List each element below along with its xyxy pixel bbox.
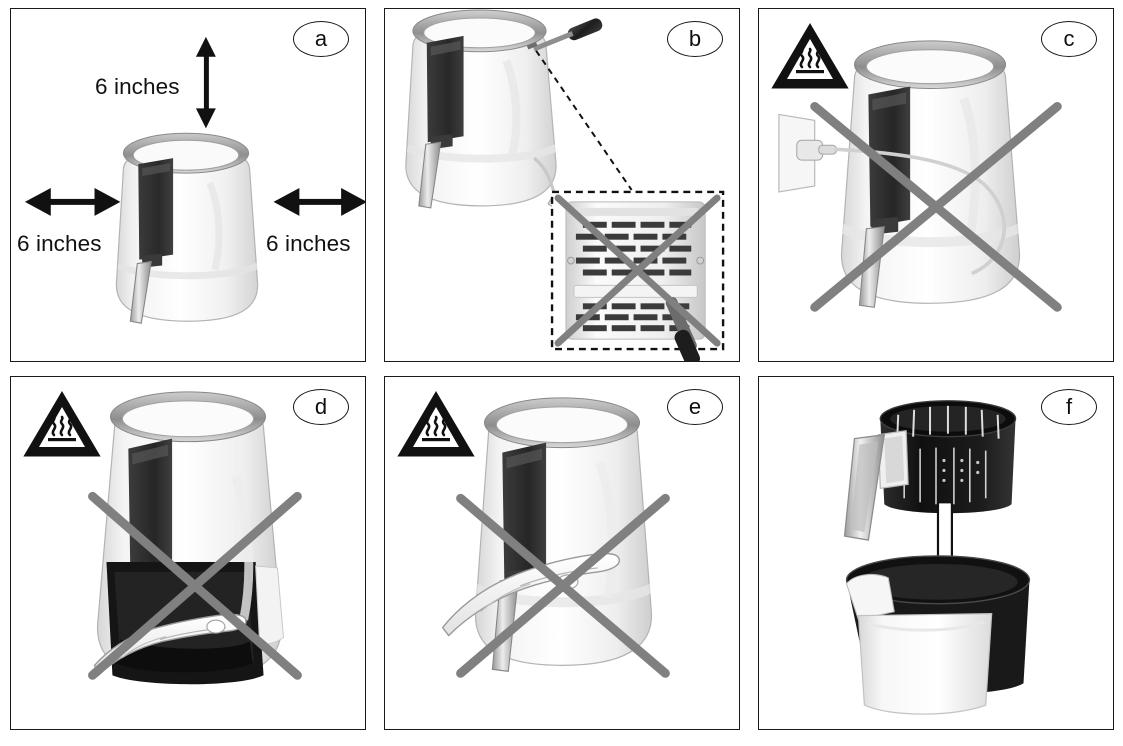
arrow-left-horizontal — [24, 187, 121, 216]
wall-outlet-and-cord — [778, 113, 1007, 276]
screwdriver-in-vent-icon — [665, 297, 701, 361]
hot-surface-icon — [397, 391, 475, 457]
vent-detail-inset — [550, 190, 725, 361]
x-mark-panel-d — [88, 491, 302, 680]
panel-label-f: f — [1041, 389, 1097, 425]
panel-d-illustration — [88, 391, 302, 685]
x-mark-panel-c — [810, 101, 1062, 312]
hot-surface-icon — [23, 391, 101, 457]
x-mark-inset — [554, 194, 721, 347]
arrow-right-horizontal — [273, 187, 365, 216]
panel-label-e: e — [667, 389, 723, 425]
panel-label-d: d — [293, 389, 349, 425]
panel-b-no-object-in-vent: b — [384, 8, 740, 362]
clearance-label-right: 6 inches — [266, 231, 351, 256]
panel-label-b: b — [667, 21, 723, 57]
panel-d-no-reach-into-cavity: d — [10, 376, 366, 730]
panel-e-illustration — [441, 397, 670, 678]
panel-c-illustration — [778, 40, 1062, 312]
panel-f-insert-basket: f — [758, 376, 1114, 730]
panel-a-clearance: 6 inches 6 inches 6 inches a — [10, 8, 366, 362]
panel-f-illustration — [843, 400, 1031, 715]
panel-grid: 6 inches 6 inches 6 inches a — [10, 8, 1114, 738]
air-fryer-body — [96, 391, 284, 685]
screwdriver-icon — [526, 18, 603, 52]
panel-c-no-cord-wrap: c — [758, 8, 1114, 362]
panel-label-c: c — [1041, 21, 1097, 57]
panel-e-no-touch-hot-surface: e — [384, 376, 740, 730]
air-fryer-body — [115, 132, 259, 324]
panel-label-a: a — [293, 21, 349, 57]
crisper-basket — [843, 400, 1017, 541]
clearance-label-left: 6 inches — [17, 231, 102, 256]
outer-drawer — [845, 555, 1031, 715]
panel-a-illustration — [24, 36, 365, 324]
arrow-up-down — [195, 36, 216, 129]
x-mark-panel-e — [456, 493, 670, 678]
hot-surface-icon — [771, 23, 849, 89]
air-fryer-body — [405, 9, 557, 209]
panel-b-illustration — [405, 9, 725, 361]
clearance-label-top: 6 inches — [95, 74, 180, 99]
